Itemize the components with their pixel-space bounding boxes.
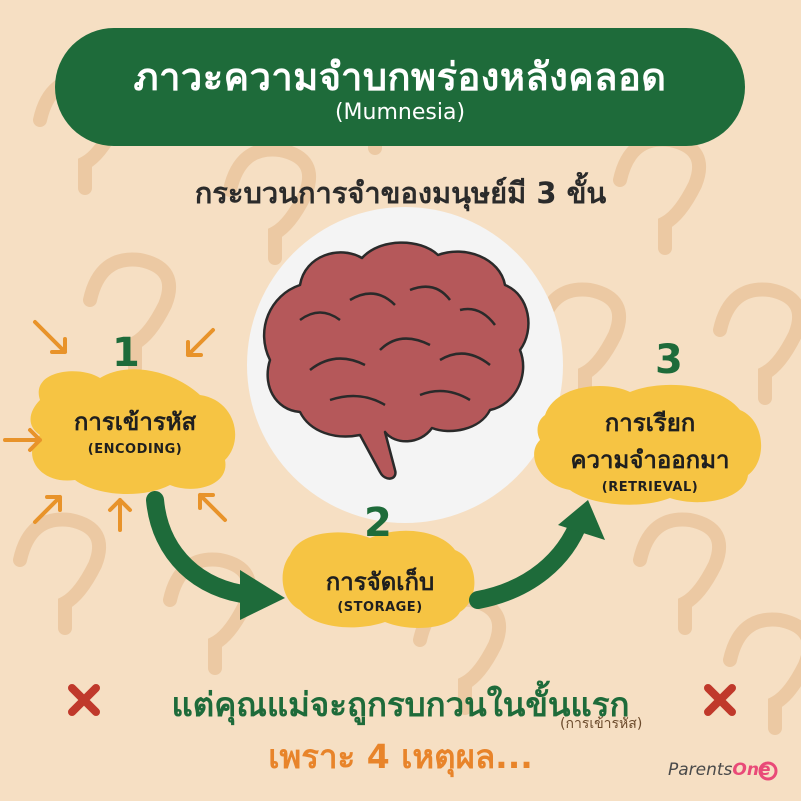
brand-logo: ParentsOne bbox=[668, 760, 771, 780]
step-3-english: (RETRIEVAL) bbox=[601, 480, 699, 495]
step-2-english: (STORAGE) bbox=[337, 600, 423, 615]
flow-arrows bbox=[146, 491, 589, 609]
step-3-label-line2: ความจำออกมา bbox=[570, 446, 730, 474]
arrow-icon bbox=[198, 493, 227, 522]
arrow-storage-to-retrieval bbox=[469, 511, 589, 609]
bottom-statement: แต่คุณแม่จะถูกรบกวนในขั้นแรก bbox=[171, 685, 630, 724]
bottom-reason: เพราะ 4 เหตุผล... bbox=[268, 737, 533, 776]
blob-encoding bbox=[30, 369, 236, 495]
step-3-number: 3 bbox=[655, 337, 683, 383]
step-3-label-line1: การเรียก bbox=[604, 409, 696, 437]
step-1-label: การเข้ารหัส bbox=[73, 408, 197, 436]
orange-arrows bbox=[3, 320, 227, 532]
logo-text: Parents bbox=[668, 760, 733, 780]
arrow-icon bbox=[3, 428, 42, 452]
title-banner bbox=[55, 28, 745, 146]
arrow-head-1 bbox=[240, 570, 285, 620]
subtitle: กระบวนการจำของมนุษย์มี 3 ขั้น bbox=[194, 176, 607, 210]
arrow-icon bbox=[186, 328, 215, 357]
blob-storage bbox=[282, 530, 475, 628]
arrow-icon bbox=[33, 495, 62, 524]
logo-heart-icon bbox=[758, 761, 778, 781]
bottom-note: (การเข้ารหัส) bbox=[560, 716, 643, 732]
step-2-label: การจัดเก็บ bbox=[325, 568, 435, 596]
arrow-head-2 bbox=[558, 500, 605, 540]
page-title: ภาวะความจำบกพร่องหลังคลอด bbox=[133, 55, 667, 99]
blob-retrieval bbox=[534, 384, 762, 505]
cross-icon bbox=[68, 684, 100, 716]
cross-icon bbox=[704, 684, 736, 716]
arrow-encoding-to-storage bbox=[146, 491, 259, 604]
step-2-number: 2 bbox=[364, 500, 392, 546]
step-1-number: 1 bbox=[112, 330, 140, 376]
arrow-icon bbox=[33, 320, 67, 354]
page-title-sub: (Mumnesia) bbox=[334, 100, 466, 125]
step-1-english: (ENCODING) bbox=[87, 442, 183, 457]
logo-accent: One bbox=[732, 760, 771, 780]
brain-icon bbox=[262, 241, 530, 480]
arrow-icon bbox=[108, 498, 132, 532]
